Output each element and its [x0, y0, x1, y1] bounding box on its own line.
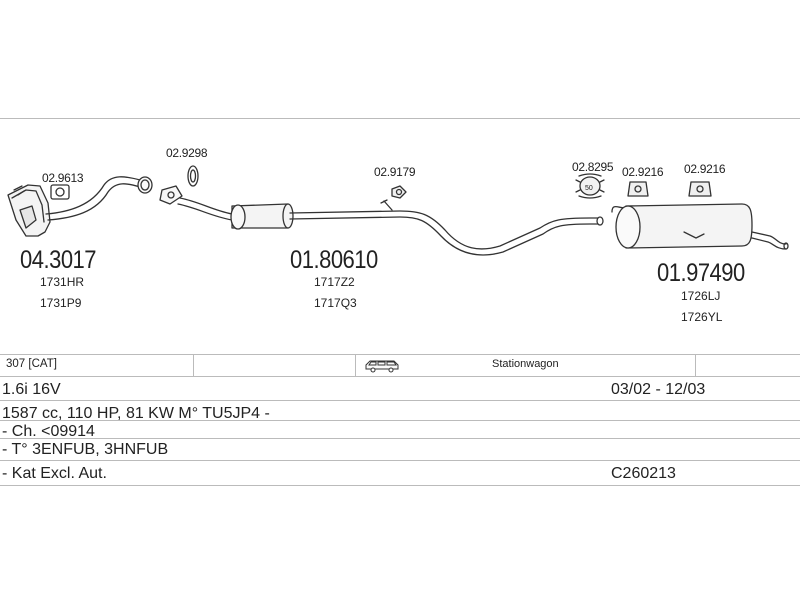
exhaust-diagram: 50 [7, 165, 789, 256]
station-wagon-car-icon [364, 359, 400, 378]
middle-silencer-ref-2: 1717Q3 [314, 296, 357, 310]
part-number-gasket: 02.9298 [166, 146, 208, 160]
part-number-mount-1: 02.9216 [622, 165, 664, 179]
vehicle-spec: 1587 cc, 110 HP, 81 KW M° TU5JP4 - [2, 405, 270, 422]
row-divider-5 [0, 460, 800, 461]
clamp-size-label: 50 [585, 185, 593, 192]
col-divider-2 [355, 355, 356, 376]
vehicle-period: 03/02 - 12/03 [611, 381, 706, 398]
vehicle-note: - Kat Excl. Aut. [2, 465, 107, 482]
rear-silencer-ref-2: 1726YL [681, 310, 723, 324]
catalyst-number: 04.3017 [20, 245, 97, 274]
rear-silencer-part [611, 203, 789, 250]
hanger-02-9179 [380, 185, 407, 211]
part-number-hanger: 02.9179 [374, 165, 416, 179]
vehicle-code: C260213 [611, 465, 676, 482]
rear-silencer-number: 01.97490 [657, 258, 745, 287]
gasket-02-9298 [187, 165, 199, 187]
col-divider-1 [193, 355, 194, 376]
rubber-mount-2 [688, 181, 712, 197]
row-divider-1 [0, 376, 800, 377]
catalyst-ref-2: 1731P9 [40, 296, 82, 310]
part-number-clamp-2: 02.8295 [572, 160, 614, 174]
part-number-clamp-1: 02.9613 [42, 171, 84, 185]
part-number-mount-2: 02.9216 [684, 162, 726, 176]
vehicle-engine: 1.6i 16V [2, 381, 61, 398]
top-divider [0, 118, 800, 119]
clamp-02-8295 [575, 173, 605, 199]
row-divider-4 [0, 438, 800, 439]
catalyst-part [7, 176, 153, 237]
clamp-02-9613 [50, 184, 70, 200]
table-top-border [0, 354, 800, 355]
row-divider-2 [0, 400, 800, 401]
col-divider-3 [695, 355, 696, 376]
vehicle-chassis: - Ch. <09914 [2, 423, 95, 440]
rubber-mount-1 [627, 181, 649, 197]
middle-silencer-ref-1: 1717Z2 [314, 275, 355, 289]
rear-silencer-ref-1: 1726LJ [681, 289, 721, 303]
flange-part [159, 185, 183, 205]
vehicle-model: 307 [CAT] [6, 358, 57, 370]
table-bottom-border [0, 485, 800, 486]
middle-silencer-number: 01.80610 [290, 245, 378, 274]
row-divider-3 [0, 420, 800, 421]
catalyst-ref-1: 1731HR [40, 275, 85, 289]
middle-silencer-part [230, 203, 294, 230]
vehicle-body-type: Stationwagon [492, 358, 559, 370]
vehicle-type-code: - T° 3ENFUB, 3HNFUB [2, 441, 169, 458]
